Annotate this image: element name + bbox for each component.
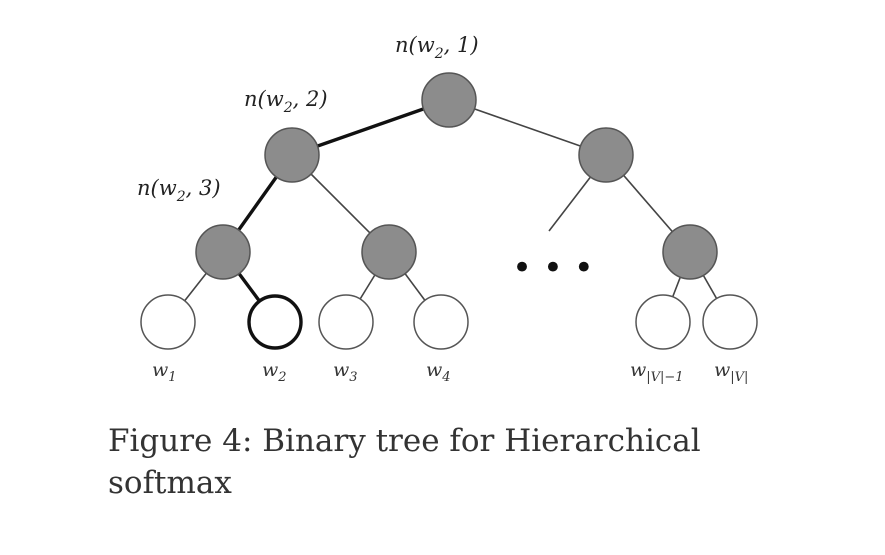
node-right — [578, 127, 634, 183]
leaf-nodes — [140, 294, 758, 350]
leaf-wv — [702, 294, 758, 350]
leaf-w3 — [318, 294, 374, 350]
edge-right-dangling — [548, 174, 593, 232]
leaf-label-w2: w2 — [262, 359, 287, 385]
node-level2 — [264, 127, 320, 183]
internal-nodes — [195, 72, 718, 280]
label-level2: n(w2, 2) — [244, 87, 328, 116]
leaf-w4 — [413, 294, 469, 350]
label-level3: n(w2, 3) — [137, 176, 221, 205]
leaf-wv-minus-1 — [635, 294, 691, 350]
leaf-w2 — [247, 294, 303, 350]
leaf-w1 — [140, 294, 196, 350]
leaf-label-w3: w3 — [333, 359, 358, 385]
highlighted-path — [221, 98, 451, 324]
leaf-label-w4: w4 — [426, 359, 451, 385]
leaf-label-wv: w|V| — [714, 359, 748, 385]
leaf-label-w1: w1 — [152, 359, 177, 385]
node-w3-w4-parent — [361, 224, 417, 280]
node-wv-parent — [662, 224, 718, 280]
node-level3 — [195, 224, 251, 280]
figure-caption: Figure 4: Binary tree for Hierarchical s… — [108, 423, 701, 501]
ellipsis: • • • — [512, 248, 594, 288]
node-root — [421, 72, 477, 128]
label-root: n(w2, 1) — [395, 33, 479, 62]
leaf-label-wv-minus-1: w|V|−1 — [630, 359, 684, 385]
